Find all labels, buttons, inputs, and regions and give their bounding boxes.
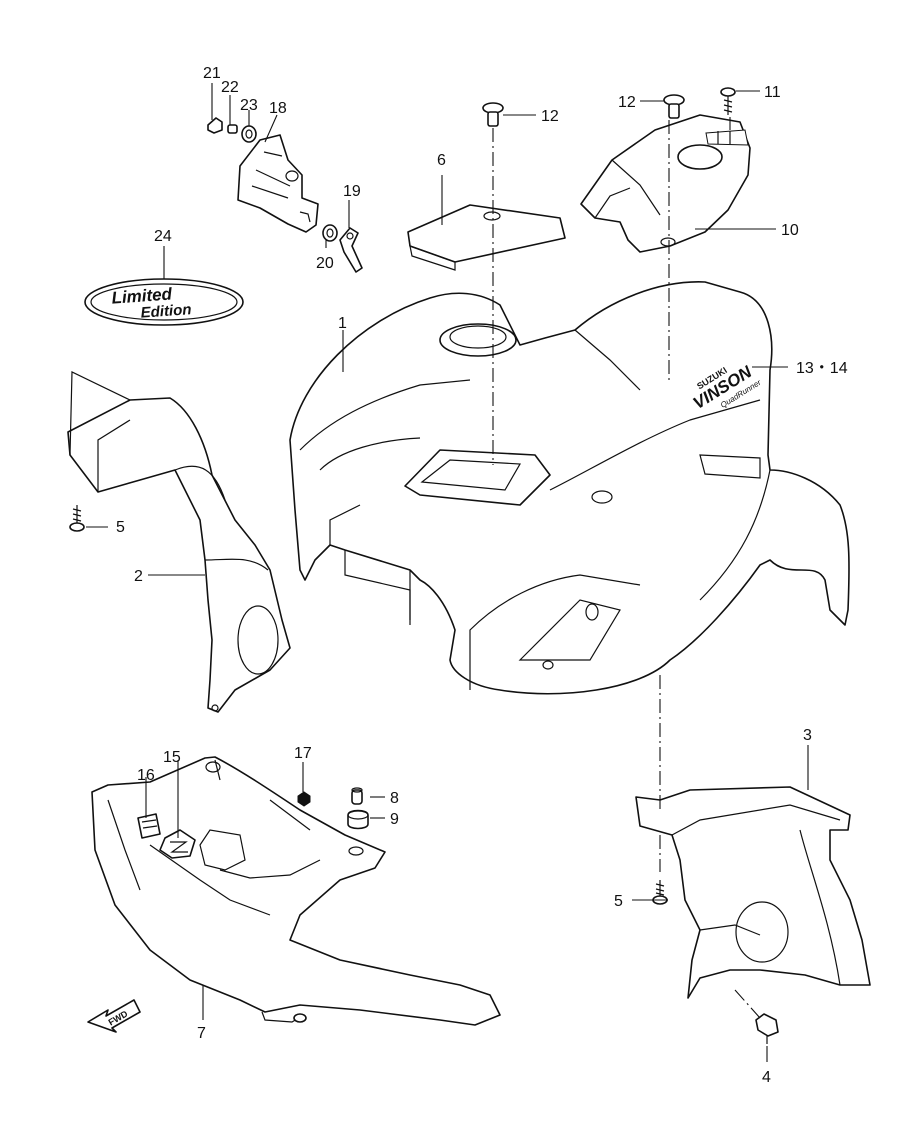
- callout-6: 6: [437, 152, 446, 169]
- emblem-line2: Edition: [140, 301, 192, 322]
- rivet-part-4: [755, 1013, 779, 1044]
- collar-part-8: [351, 787, 363, 805]
- callout-5-right: 5: [614, 893, 623, 910]
- callout-23: 23: [240, 97, 258, 114]
- callout-12-center: 12: [541, 108, 559, 125]
- lid-part-6: [407, 204, 566, 271]
- front-rack-part-7: [91, 756, 501, 1026]
- right-mud-guard-part-3: [635, 786, 871, 999]
- emblem-line1: Limited: [111, 284, 173, 307]
- cover-part-10: [580, 114, 751, 253]
- callout-labels: 1 2 3 4 5 5 6 7 8 9 10 11 12 12 13・14 15…: [116, 65, 848, 1086]
- leader-lines: [86, 83, 809, 1062]
- callout-10: 10: [781, 222, 799, 239]
- callout-24: 24: [154, 228, 172, 245]
- callout-20: 20: [316, 255, 334, 272]
- grommet-part-9: [347, 809, 369, 830]
- rivet-part-12-center: [482, 102, 504, 127]
- collar-part-22: [227, 124, 238, 134]
- callout-15: 15: [163, 749, 181, 766]
- callout-12-cover: 12: [618, 94, 636, 111]
- callout-22: 22: [221, 79, 239, 96]
- callout-4: 4: [762, 1069, 771, 1086]
- callout-7: 7: [197, 1025, 206, 1042]
- callout-1: 1: [338, 315, 347, 332]
- screw-part-5-left: [69, 505, 85, 532]
- screw-part-11: [720, 87, 736, 115]
- callout-9: 9: [390, 811, 399, 828]
- callout-11: 11: [764, 84, 781, 101]
- spacer-part-23: [241, 125, 257, 143]
- left-mud-guard-part-2: [67, 371, 291, 713]
- rivet-part-12-cover: [663, 94, 685, 119]
- bolt-part-21: [207, 117, 223, 134]
- bracket-part-18: [237, 134, 319, 233]
- callout-3: 3: [803, 727, 812, 744]
- emblem-part-15: [159, 829, 196, 859]
- callout-17: 17: [294, 745, 312, 762]
- assembly-lines: [492, 117, 761, 1019]
- emblem-part-16: [137, 813, 161, 839]
- forward-direction-arrow: FWD: [87, 999, 141, 1033]
- front-fender-part-1: SUZUKI VINSON QuadRunner: [289, 281, 850, 695]
- callout-8: 8: [390, 790, 399, 807]
- callout-5-left: 5: [116, 519, 125, 536]
- callout-19: 19: [343, 183, 361, 200]
- callout-21: 21: [203, 65, 221, 82]
- nut-part-17: [297, 791, 311, 807]
- callout-18: 18: [269, 100, 287, 117]
- callout-13-14: 13・14: [796, 360, 848, 377]
- spacer-part-20: [322, 224, 338, 242]
- callout-2: 2: [134, 568, 143, 585]
- suzuki-vinson-decal: SUZUKI VINSON QuadRunner: [690, 362, 763, 413]
- limited-edition-emblem-part-24: Limited Edition: [84, 278, 244, 326]
- callout-16: 16: [137, 767, 155, 784]
- clip-part-19: [339, 227, 363, 273]
